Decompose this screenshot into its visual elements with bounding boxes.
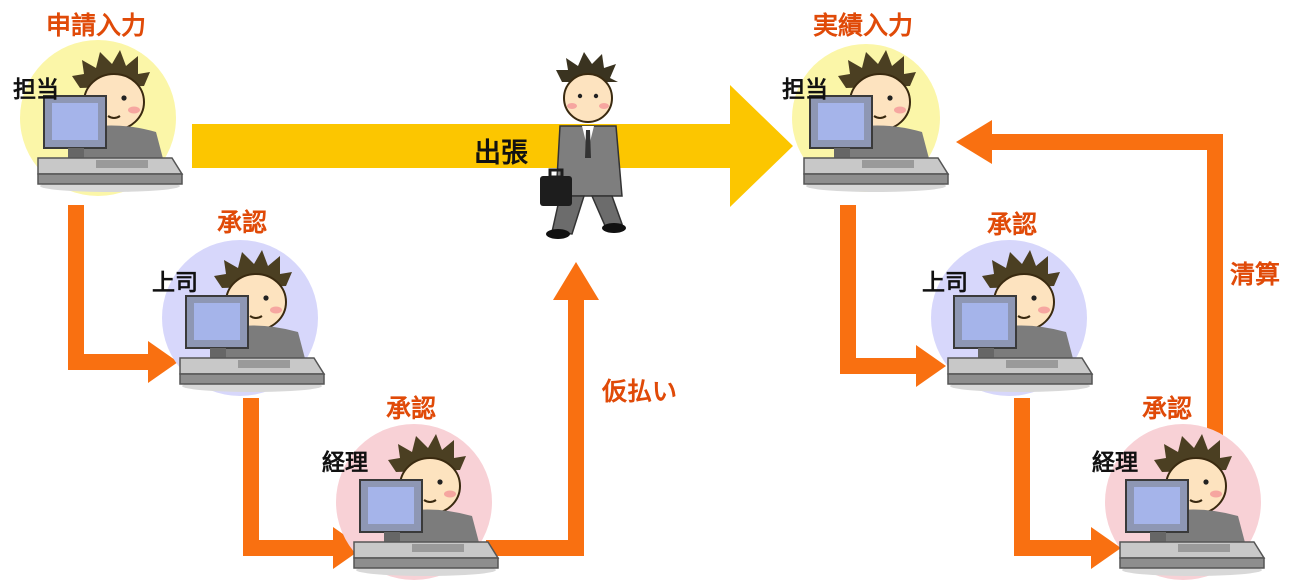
role-label-accounting: 経理	[322, 450, 368, 476]
left-flow-arrows	[68, 205, 584, 556]
step-title-application-entry: 申請入力	[46, 11, 147, 40]
role-label-accounting: 経理	[1092, 450, 1138, 476]
role-label-boss: 上司	[922, 270, 968, 296]
advance-payment-label: 仮払い	[602, 377, 678, 406]
role-label-staff: 担当	[13, 77, 59, 103]
step-label-approve-boss: 承認	[987, 210, 1038, 239]
step-label-approve-accounting: 承認	[1142, 394, 1193, 423]
businessman-with-briefcase-icon	[540, 52, 626, 239]
right-arrowheads	[916, 120, 1121, 569]
trip-arrow	[192, 85, 793, 207]
role-label-staff: 担当	[782, 77, 828, 103]
trip-label: 出張	[474, 138, 528, 169]
role-label-boss: 上司	[152, 270, 198, 296]
left-arrowheads	[148, 262, 599, 569]
step-label-approve-boss: 承認	[217, 208, 268, 237]
right-flow-arrows	[840, 134, 1223, 556]
step-title-actual-entry: 実績入力	[813, 11, 914, 40]
step-label-approve-accounting: 承認	[386, 394, 437, 423]
settlement-label: 清算	[1230, 260, 1281, 289]
